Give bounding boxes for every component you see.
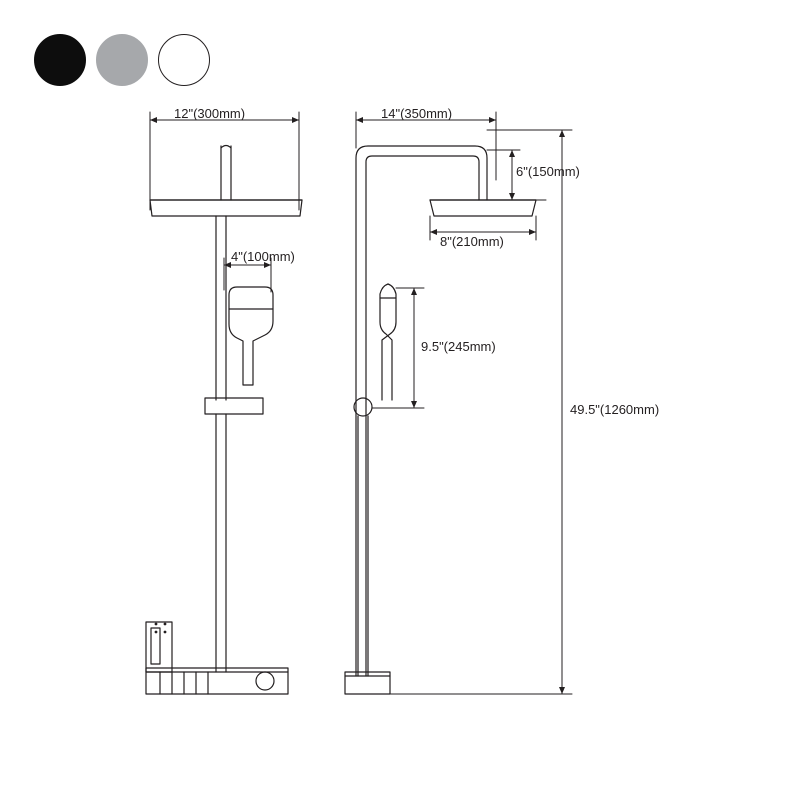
- label-head-diameter: 8"(210mm): [440, 234, 504, 249]
- dim-line-handheld-offset: [223, 257, 272, 293]
- label-side-width: 14"(350mm): [381, 106, 453, 121]
- swatch-white-finish[interactable]: [158, 34, 210, 86]
- dim-line-head-drop: [486, 149, 547, 201]
- front-view-shower: [145, 111, 303, 695]
- dim-line-head-diameter: [429, 215, 537, 241]
- side-view-shower: [344, 111, 547, 695]
- swatch-black-finish[interactable]: [34, 34, 86, 86]
- finish-swatch-group: [34, 34, 210, 86]
- label-overall-height: 49.5"(1260mm): [570, 402, 660, 417]
- label-handheld-length: 9.5"(245mm): [421, 339, 496, 354]
- dim-line-overall-height: [389, 129, 573, 695]
- label-handheld-offset: 4"(100mm): [231, 249, 295, 264]
- label-head-drop: 6"(150mm): [516, 164, 580, 179]
- dim-line-handheld-length: [371, 287, 425, 409]
- label-front-width: 12"(300mm): [174, 106, 246, 121]
- dim-line-side-width: [355, 111, 497, 181]
- swatch-chrome-finish[interactable]: [96, 34, 148, 86]
- dim-line-front-width: [149, 111, 300, 211]
